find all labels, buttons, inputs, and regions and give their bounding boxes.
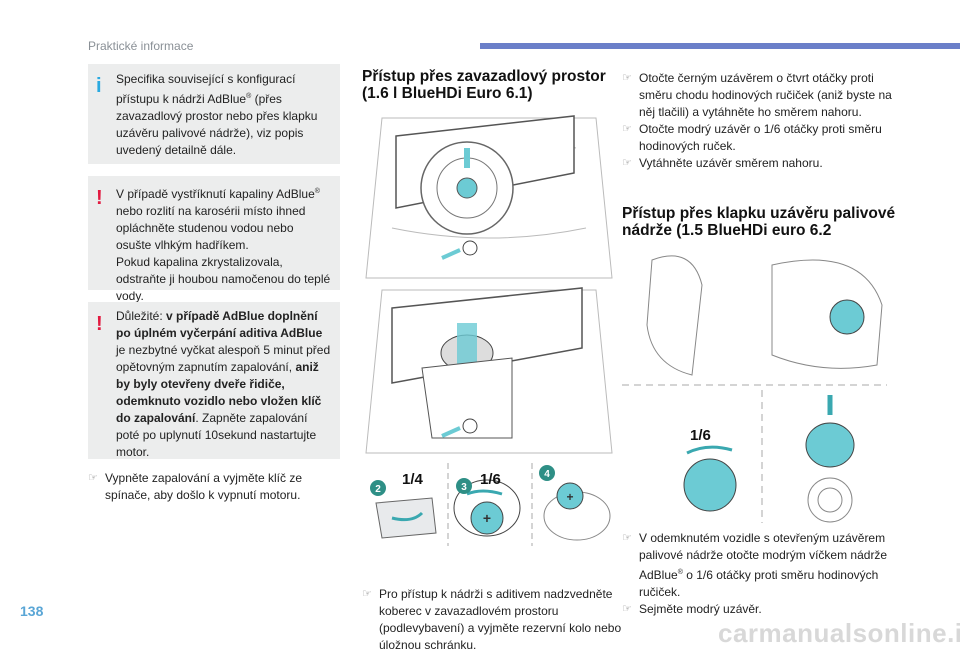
- trunk-illustration: [365, 115, 613, 454]
- section-header: Praktické informace: [88, 39, 194, 53]
- warning-icon: !: [96, 313, 103, 335]
- instruction-bullet: Vytáhněte uzávěr směrem nahoru.: [622, 155, 892, 172]
- watermark: carmanualsonline.info: [718, 618, 960, 648]
- step-3-label: 1/6: [480, 471, 501, 488]
- header-bar: [480, 43, 960, 49]
- warning-box-spill: ! V případě vystříknutí kapaliny AdBlue®…: [88, 176, 340, 303]
- step-4-number: 4: [544, 469, 550, 480]
- info-box: i Specifika související s konfigurací př…: [88, 64, 340, 164]
- instruction-list: V odemknutém vozidle s otevřeným uzávěre…: [622, 530, 892, 618]
- instruction-bullet: V odemknutém vozidle s otevřeným uzávěre…: [622, 530, 892, 601]
- warning-box-refill: ! Důležité: v případě AdBlue doplnění po…: [88, 302, 340, 459]
- fuel-flap-illustration: 1/6: [622, 255, 887, 523]
- step-2-number: 2: [375, 484, 381, 495]
- fuel-figure-label: 1/6: [690, 427, 711, 444]
- step-3-number: 3: [461, 482, 467, 493]
- instruction-list: Otočte černým uzávěrem o čtvrt otáčky pr…: [622, 70, 892, 172]
- info-icon: i: [96, 75, 102, 97]
- step-2-label: 1/4: [402, 471, 424, 488]
- info-text: Specifika související s konfigurací přís…: [116, 72, 318, 157]
- instruction-bullet: Otočte černým uzávěrem o čtvrt otáčky pr…: [622, 70, 892, 121]
- page-number: 138: [20, 603, 44, 619]
- section-title-trunk: Přístup přes zavazadlový prostor (1.6 l …: [362, 68, 606, 102]
- svg-text:+: +: [566, 490, 573, 504]
- step-2-badge: [370, 480, 386, 496]
- cap-steps-illustration: 2 1/4 + 3 1/6 + 4: [370, 463, 611, 546]
- warning-text-2: Pokud kapalina zkrystalizovala, odstraňt…: [116, 255, 331, 303]
- instruction-bullet: Vypněte zapalování a vyjměte klíč ze spí…: [88, 470, 345, 504]
- section-title-fuel-flap: Přístup přes klapku uzávěru palivové nád…: [622, 205, 896, 239]
- instruction-bullet: Sejměte modrý uzávěr.: [622, 601, 892, 618]
- instruction-bullet: Otočte modrý uzávěr o 1/6 otáčky proti s…: [622, 121, 892, 155]
- instruction-bullet: Pro přístup k nádrži s aditivem nadzvedn…: [362, 586, 635, 654]
- svg-text:+: +: [483, 510, 491, 526]
- warning-icon: !: [96, 187, 103, 209]
- warning-text: V případě vystříknutí kapaliny AdBlue® n…: [116, 187, 320, 252]
- warning-text: Důležité: v případě AdBlue doplnění po ú…: [116, 309, 331, 459]
